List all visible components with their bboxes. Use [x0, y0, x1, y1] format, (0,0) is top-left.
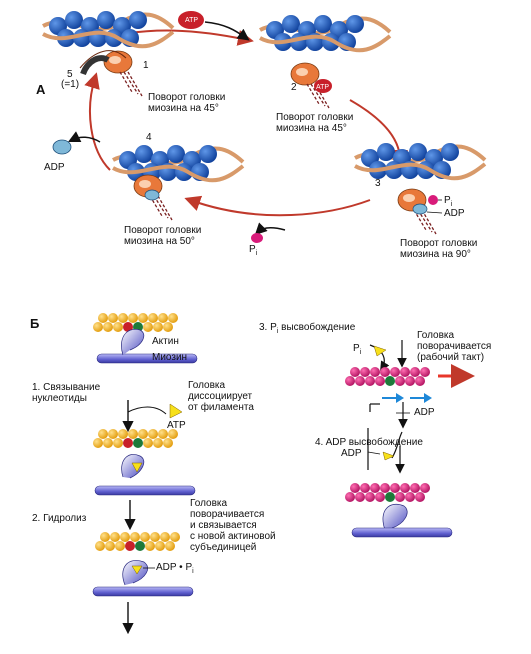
adp-bound-state4	[144, 189, 160, 201]
atp-arrow	[204, 21, 250, 41]
myosin-label: Миозин	[152, 352, 188, 363]
power-stroke-3: (рабочий такт)	[417, 352, 485, 363]
adp-on-head-b: ADP	[414, 407, 435, 418]
myosin-rod-right	[351, 527, 453, 538]
caption-rot50-1: Поворот головки	[124, 225, 202, 236]
myosin-head-right	[382, 504, 408, 531]
step-diagram-right	[345, 340, 475, 538]
pi-released	[251, 233, 263, 243]
atp-on-head-label: ATP	[316, 84, 330, 91]
actin-filament-state2	[258, 13, 392, 53]
movement-arrow-blue-left	[382, 393, 404, 403]
adp-release-arrow	[67, 131, 101, 143]
atp-triangle-step1	[169, 403, 183, 419]
step3-title: 3. Pi высвобождение	[259, 322, 356, 335]
head-rotate-3: и связывается	[190, 520, 257, 531]
pi-release-arrow	[254, 222, 286, 236]
caption-rot90-2: миозина на 90°	[400, 249, 471, 260]
adp-pi-label: ADP • Pi	[156, 562, 194, 575]
atp-bound-state2	[314, 79, 332, 93]
step1-title-1: 1. Связывание	[32, 382, 101, 393]
step1-title-2: нуклеотиды	[32, 393, 87, 404]
panel-b-label: Б	[30, 316, 40, 331]
step-diagram-left	[92, 313, 198, 635]
step-label-5: 5	[67, 69, 73, 80]
adp-released-b: ADP	[341, 448, 362, 459]
head-rotate-1: Головка	[190, 498, 228, 509]
caption-rot45-b-1: Поворот головки	[276, 112, 354, 123]
actin-filament-state4	[111, 143, 245, 183]
adp-released-token	[52, 139, 72, 155]
step-label-3: 3	[375, 178, 381, 189]
step-label-5-equiv: (=1)	[61, 79, 80, 90]
step-label-1: 1	[143, 60, 149, 71]
actin-row-magenta-2	[345, 483, 430, 502]
pi-released-label: Pi	[249, 244, 258, 257]
pi-bound-state3	[428, 195, 438, 205]
myosin-rod-2	[94, 485, 196, 496]
step-label-4: 4	[146, 132, 152, 143]
head-dissoc-1: Головка	[188, 380, 226, 391]
caption-rot45-b-2: миозина на 45°	[276, 123, 347, 134]
pi-bound-label: Pi	[444, 195, 453, 208]
myosin-neck-state1	[80, 55, 110, 76]
actin-row-3	[95, 532, 180, 551]
caption-rot45-a-1: Поворот головки	[148, 92, 226, 103]
myosin-head-1	[121, 328, 145, 356]
atp-label-b: ATP	[167, 420, 186, 431]
atp-token	[178, 11, 204, 29]
power-stroke-2: поворачивается	[417, 341, 492, 352]
step4-title: 4. ADP высвобождение	[315, 437, 423, 448]
head-dissoc-3: от филамента	[188, 402, 254, 413]
myosin-head-3	[122, 560, 148, 586]
cross-bridge-cycle-diagram	[41, 9, 487, 243]
myosin-head-state1	[103, 50, 143, 97]
actin-row-2	[93, 429, 178, 448]
cycle-arrow-4-5	[84, 72, 111, 171]
head-rotate-4: с новой актиновой	[190, 531, 276, 542]
adp-bound-label: ADP	[444, 208, 465, 219]
caption-rot90-1: Поворот головки	[400, 238, 478, 249]
head-rotate-5: субъединицей	[190, 542, 257, 553]
myosin-rod-3	[92, 586, 194, 597]
actin-filament-state3	[353, 141, 487, 181]
myosin-head-2	[121, 454, 145, 479]
actin-row-magenta-1	[345, 367, 430, 386]
panel-a-label: A	[36, 82, 46, 97]
caption-rot50-2: миозина на 50°	[124, 236, 195, 247]
pi-triangle	[373, 345, 387, 357]
step2-title: 2. Гидролиз	[32, 513, 87, 524]
adp-bound-state3	[412, 203, 428, 215]
power-stroke-1: Головка	[417, 330, 455, 341]
pi-label-b: Pi	[353, 343, 362, 356]
actin-filament-state1	[41, 9, 175, 49]
head-dissoc-2: диссоциирует	[188, 391, 253, 402]
atp-token-label: ATP	[185, 17, 199, 24]
step-label-2: 2	[291, 82, 297, 93]
cycle-arrow-3-4	[184, 195, 371, 217]
head-rotate-2: поворачивается	[190, 509, 265, 520]
adp-triangle	[382, 451, 395, 461]
adp-released-label: ADP	[44, 162, 65, 173]
actin-label: Актин	[152, 336, 179, 347]
caption-rot45-a-2: миозина на 45°	[148, 103, 219, 114]
movement-arrow-blue-right	[410, 393, 432, 403]
